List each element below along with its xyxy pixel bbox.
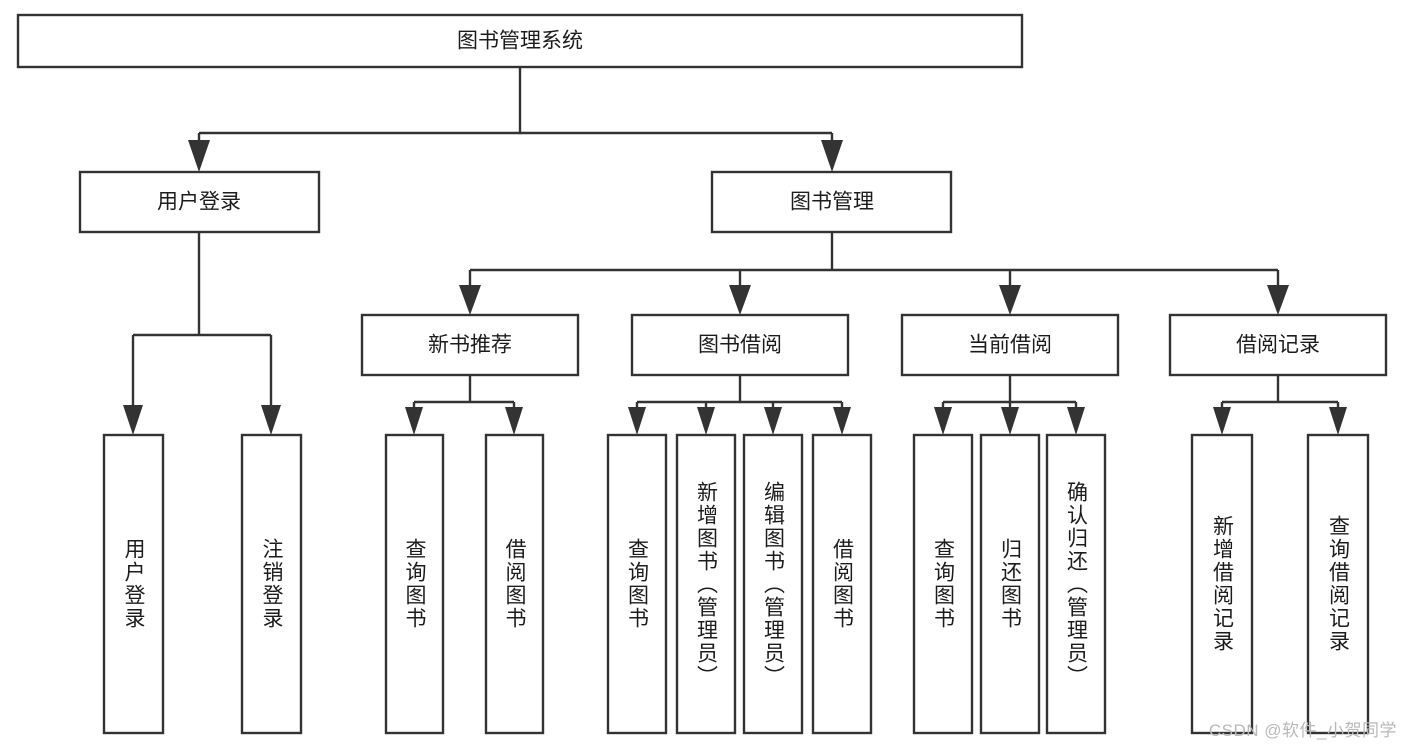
node-label-user-login: 用户登录 <box>157 191 241 214</box>
node-box-book-borrow[interactable] <box>630 313 850 377</box>
node-box-leaf-user-login[interactable] <box>102 433 165 735</box>
arrowhead-current-borrow <box>999 285 1021 315</box>
horizontal-label-group: 图书管理系统 用户登录 图书管理 新书推荐 图书借阅 当前借阅 借阅记录 <box>157 30 1320 357</box>
node-label-current-borrow: 当前借阅 <box>968 334 1052 357</box>
arrowhead-leaf-borrow-book-2 <box>833 407 851 435</box>
node-label-book-borrow: 图书借阅 <box>698 334 782 357</box>
node-box-leaf-add-book[interactable] <box>675 433 737 735</box>
arrowhead-book-borrow <box>729 285 751 315</box>
node-box-leaf-return-book[interactable] <box>979 433 1041 735</box>
arrowhead-leaf-user-login <box>123 405 143 435</box>
node-box-book-manage[interactable] <box>710 170 953 234</box>
node-box-leaf-query-book-3[interactable] <box>912 433 974 735</box>
node-box-leaf-edit-book[interactable] <box>742 433 804 735</box>
csdn-watermark: CSDN @软件_小贺同学 <box>1208 721 1397 740</box>
arrowhead-leaf-return-book <box>1001 407 1019 435</box>
node-box-new-book-recommend[interactable] <box>360 313 580 377</box>
arrowhead-leaf-query-record <box>1329 407 1347 435</box>
arrowhead-borrow-record <box>1267 285 1289 315</box>
arrowhead-leaf-add-book <box>697 407 715 435</box>
arrowhead-user-login <box>188 140 210 172</box>
node-label-root: 图书管理系统 <box>457 30 583 53</box>
connector-group <box>131 67 1340 407</box>
node-label-new-book-recommend: 新书推荐 <box>428 334 512 357</box>
node-box-leaf-query-book-2[interactable] <box>606 433 668 735</box>
node-box-user-login[interactable] <box>78 170 321 234</box>
node-box-borrow-record[interactable] <box>1168 313 1388 377</box>
node-box-leaf-query-record[interactable] <box>1306 433 1370 735</box>
arrowhead-leaf-add-record <box>1213 407 1231 435</box>
arrowhead-group <box>123 140 1347 435</box>
arrowhead-leaf-query-book-1 <box>405 407 423 435</box>
node-box-leaf-borrow-book-2[interactable] <box>811 433 873 735</box>
arrowhead-leaf-edit-book <box>764 407 782 435</box>
arrowhead-leaf-query-book-3 <box>934 407 952 435</box>
arrowhead-leaf-query-book-2 <box>628 407 646 435</box>
arrowhead-leaf-borrow-book-1 <box>505 407 523 435</box>
node-box-leaf-logout[interactable] <box>240 433 303 735</box>
node-box-leaf-confirm-return[interactable] <box>1045 433 1107 735</box>
arrowhead-recommend <box>459 285 481 315</box>
node-box-leaf-query-book-1[interactable] <box>384 433 445 735</box>
node-box-root[interactable] <box>16 13 1024 69</box>
arrowhead-book-manage <box>821 140 843 172</box>
node-label-borrow-record: 借阅记录 <box>1236 334 1320 357</box>
node-label-book-manage: 图书管理 <box>790 191 874 214</box>
node-box-current-borrow[interactable] <box>900 313 1120 377</box>
node-box-leaf-borrow-book-1[interactable] <box>484 433 545 735</box>
arrowhead-leaf-confirm-return <box>1067 407 1085 435</box>
node-box-group <box>16 13 1388 735</box>
arrowhead-leaf-logout <box>261 405 281 435</box>
node-box-leaf-add-record[interactable] <box>1190 433 1254 735</box>
